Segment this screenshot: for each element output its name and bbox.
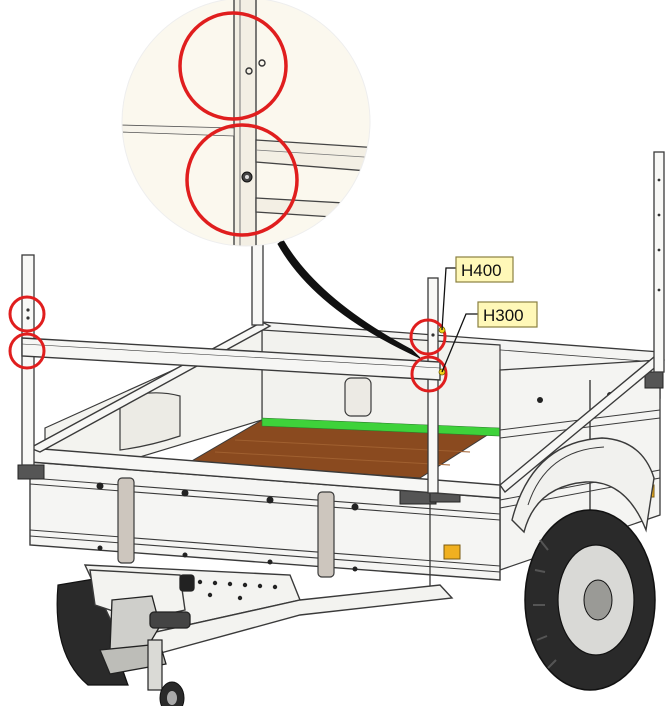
crossbar [21,337,441,381]
amber-reflector-right [443,544,461,560]
rear-wheel [524,509,656,691]
corner-latches [17,371,664,505]
label-leaders [441,267,478,373]
magnifier-detail-icon [121,0,371,247]
highlight-circles [8,295,448,393]
label-h300-text: H300 [483,306,524,325]
callout-connector-icon [277,239,421,359]
front-brackets [117,477,335,578]
inner-side-wall [261,329,501,431]
label-h400-text: H400 [461,261,502,280]
mudguard [511,437,655,534]
label-h300: H300 [477,301,538,328]
label-h400: H400 [455,256,514,283]
stake-posts [21,151,665,494]
jockey-wheel [147,639,185,706]
